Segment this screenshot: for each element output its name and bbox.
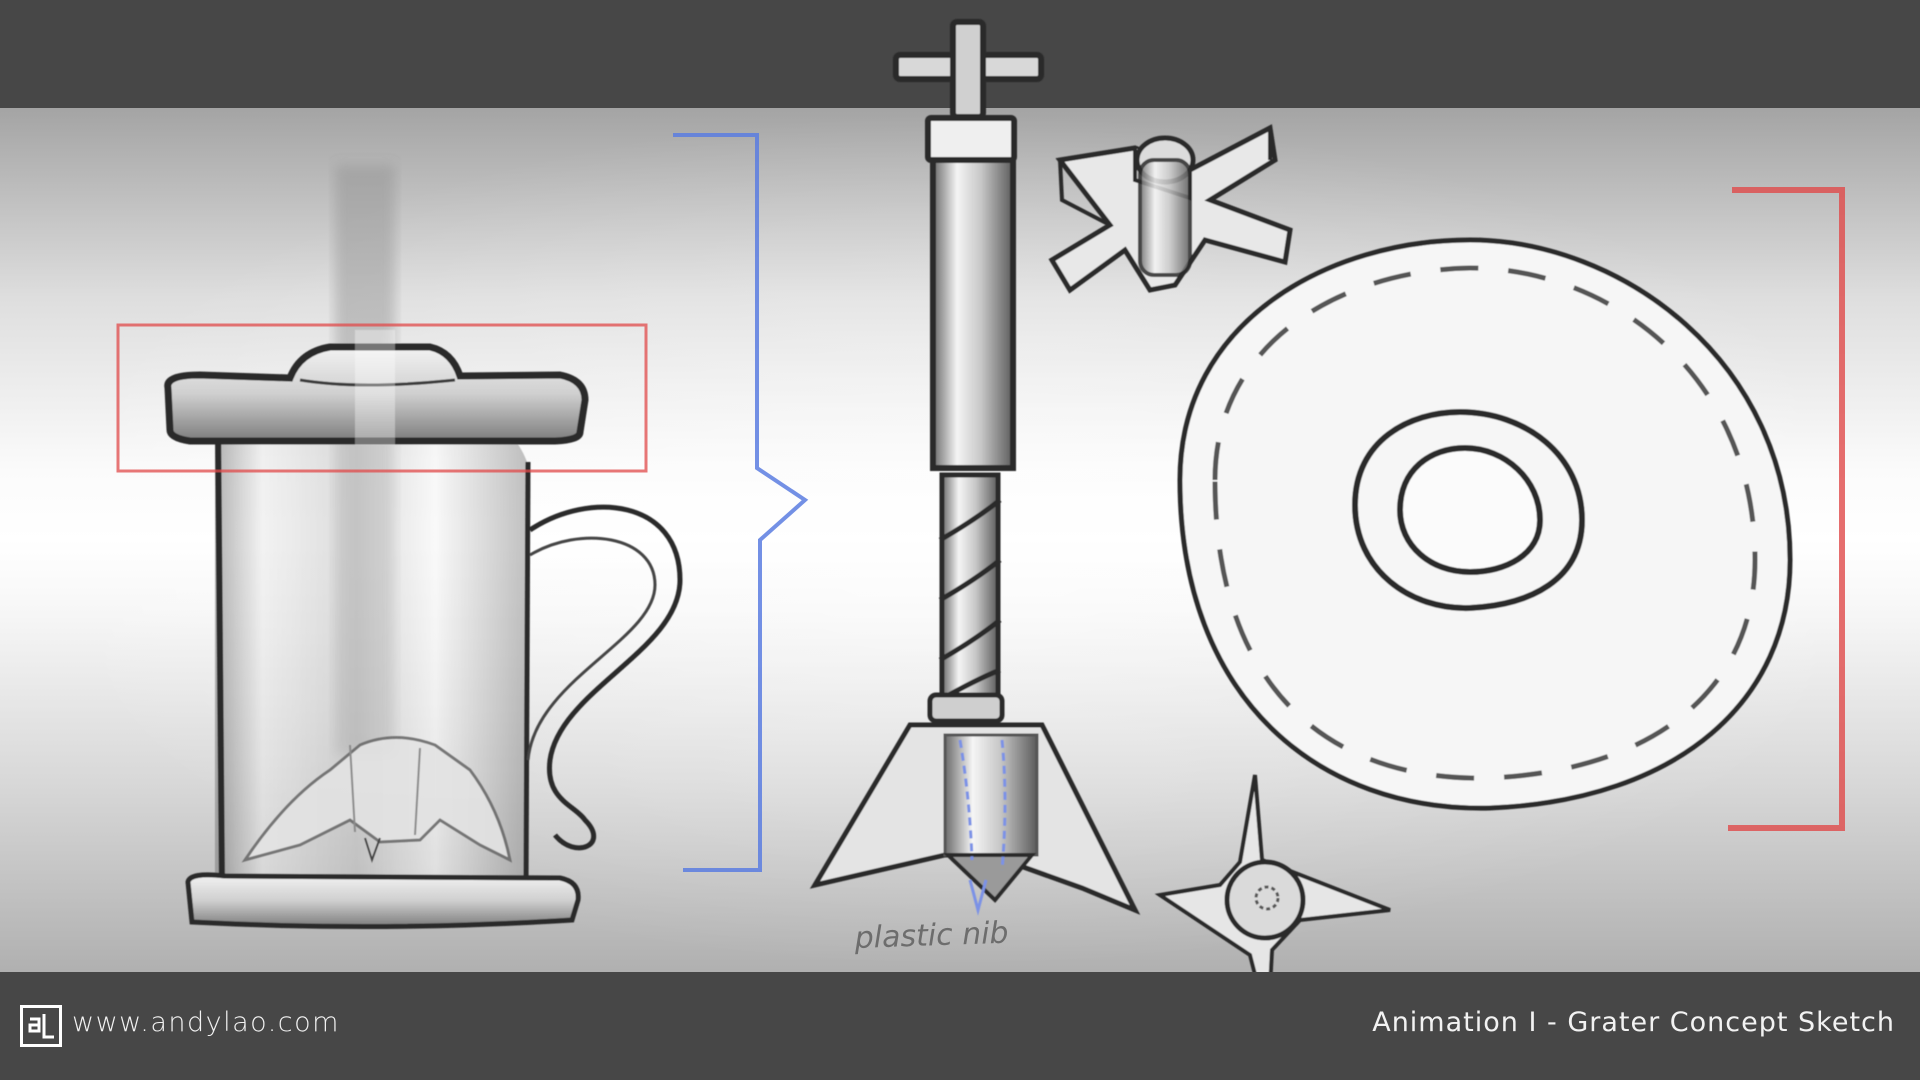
andylao-logo-icon <box>20 1005 62 1047</box>
sketch-caption: Animation I - Grater Concept Sketch <box>1372 1007 1895 1038</box>
diameter-bracket-red <box>1728 187 1845 831</box>
grater-plunger <box>809 19 1141 916</box>
footer-bar: www.andylao.com Animation I - Grater Con… <box>0 972 1920 1080</box>
grater-mug <box>164 165 683 930</box>
height-bracket-blue <box>673 133 809 872</box>
plastic-nib-annotation: plastic nib <box>853 916 1009 956</box>
lid-highlight-bracket <box>116 323 648 473</box>
cross-blade-detail <box>1048 124 1293 294</box>
site-url-text[interactable]: www.andylao.com <box>72 1007 340 1038</box>
disc-top-view <box>1177 237 1793 811</box>
logo-mark-icon <box>28 1014 54 1039</box>
